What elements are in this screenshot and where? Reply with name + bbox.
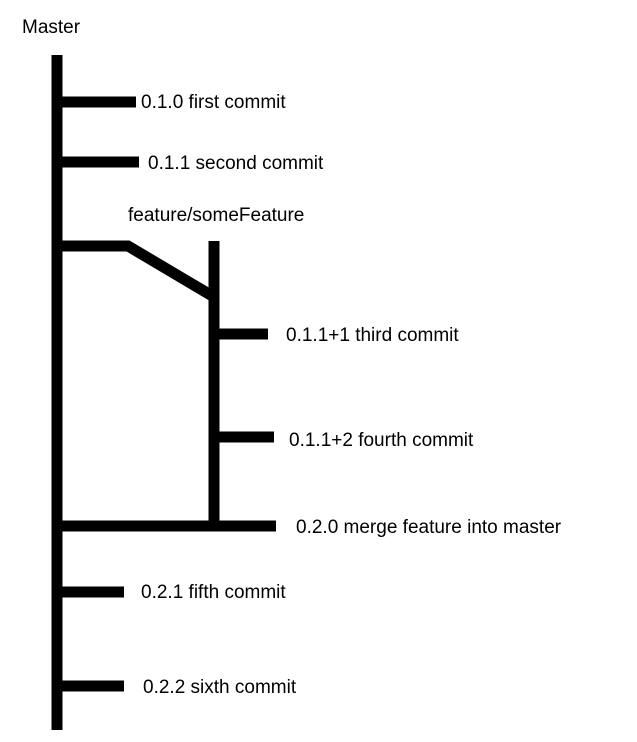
commit-label-fifth: 0.2.1 fifth commit — [141, 582, 286, 603]
commit-label-sixth: 0.2.2 sixth commit — [143, 677, 297, 698]
commit-label-second: 0.1.1 second commit — [148, 153, 324, 174]
feature-fork-connector — [57, 240, 217, 302]
master-branch-label: Master — [22, 17, 81, 38]
commit-label-merge: 0.2.0 merge feature into master — [296, 517, 562, 538]
commit-label-first: 0.1.0 first commit — [141, 92, 286, 113]
commit-label-third: 0.1.1+1 third commit — [286, 325, 459, 346]
commit-label-fourth: 0.1.1+2 fourth commit — [289, 430, 474, 451]
feature-branch-label: feature/someFeature — [128, 205, 304, 226]
